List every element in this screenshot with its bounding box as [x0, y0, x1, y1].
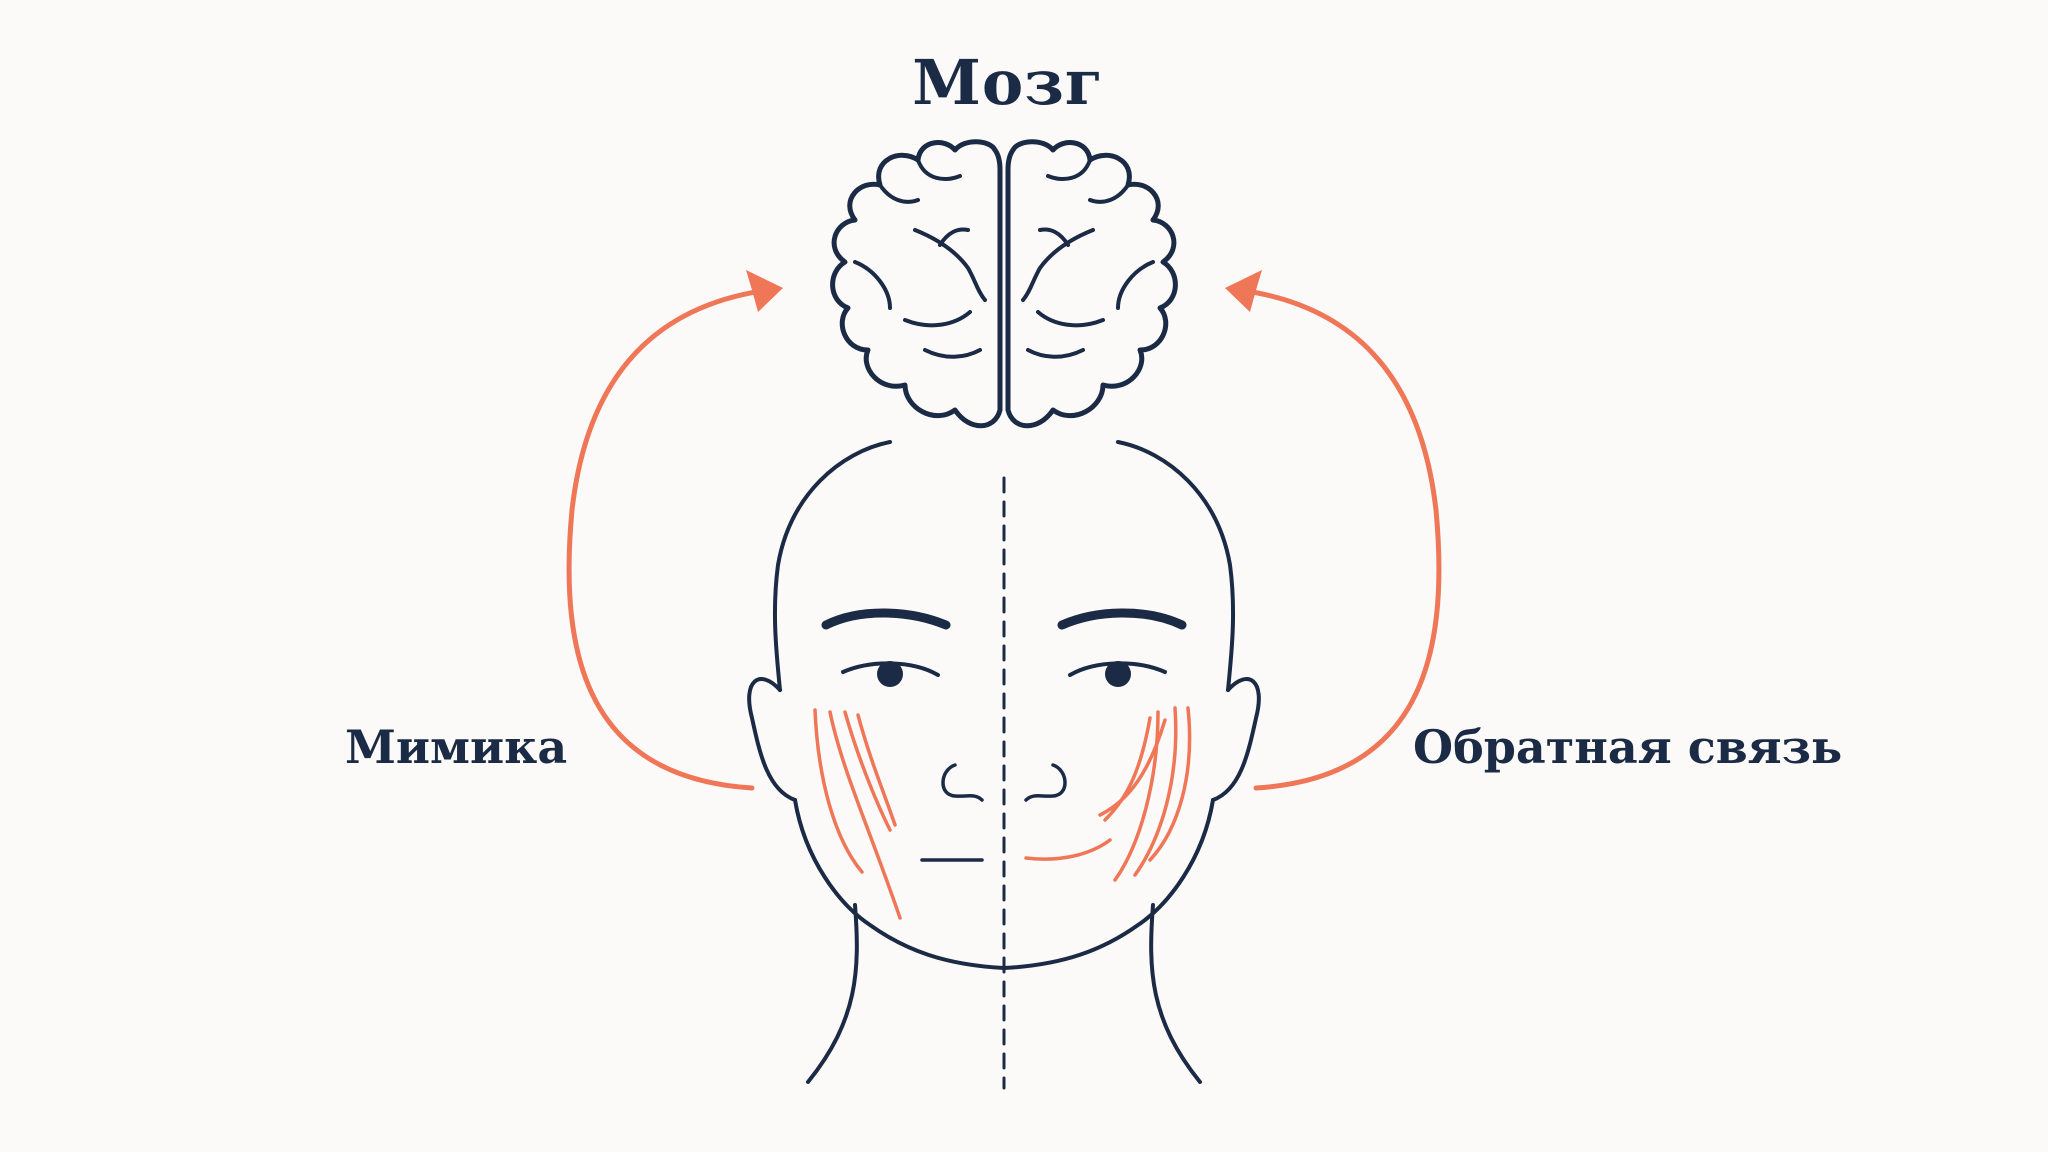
brain-left-fold	[913, 228, 987, 302]
brain-right-fold	[1021, 228, 1095, 302]
brain-right-fold	[1046, 158, 1092, 181]
brain-left-fold	[853, 260, 892, 310]
smile-line	[1024, 838, 1112, 861]
mimicry-label: Мимика	[345, 720, 568, 774]
left-pupil	[877, 661, 903, 687]
right-pupil	[1105, 661, 1131, 687]
brain-left-fold	[916, 158, 962, 181]
left-arrow-shaft	[566, 287, 771, 791]
muscle-line	[1098, 718, 1167, 817]
brain-right-fold	[1088, 183, 1130, 204]
brain-icon	[830, 139, 1178, 429]
brain-left-fold	[878, 183, 920, 204]
brain-left-fold	[923, 348, 982, 359]
left-feedback-arrow	[566, 270, 783, 791]
brain-title: Мозг	[912, 46, 1104, 119]
brain-left-fold	[938, 227, 970, 247]
muscle-line	[1148, 706, 1192, 862]
feedback-label: Обратная связь	[1413, 720, 1843, 774]
left-arrow-head	[746, 270, 783, 312]
muscle-line	[1113, 710, 1160, 882]
right-feedback-arrow	[1225, 270, 1442, 791]
left-ear	[747, 677, 797, 802]
muscle-line	[828, 710, 902, 920]
right-arrow-head	[1225, 270, 1262, 312]
left-cheek-muscles	[813, 708, 902, 920]
head-outline-left	[772, 440, 892, 692]
neck-left	[806, 903, 859, 1084]
muscle-line	[843, 710, 892, 832]
nose-right	[1024, 763, 1067, 802]
muscle-line	[1103, 716, 1152, 822]
right-ear	[1211, 677, 1261, 802]
left-eyebrow	[821, 608, 951, 630]
face-icon	[747, 440, 1261, 1090]
jaw-left	[793, 798, 1006, 970]
brain-right-fold	[1026, 348, 1085, 359]
brain-right-fold	[1036, 310, 1105, 328]
right-cheek-muscles	[1024, 706, 1192, 882]
right-arrow-shaft	[1237, 287, 1442, 791]
muscle-line	[856, 713, 897, 827]
brain-right-fold	[1116, 260, 1155, 310]
head-outline-right	[1116, 440, 1236, 692]
neck-right	[1149, 903, 1202, 1084]
brain-left-fold	[903, 310, 972, 328]
right-eyebrow	[1057, 608, 1187, 630]
jaw-right	[1002, 798, 1215, 970]
muscle-line	[1133, 706, 1178, 877]
muscle-line	[813, 708, 864, 874]
nose-left	[941, 763, 984, 802]
brain-right-fold	[1038, 227, 1070, 247]
